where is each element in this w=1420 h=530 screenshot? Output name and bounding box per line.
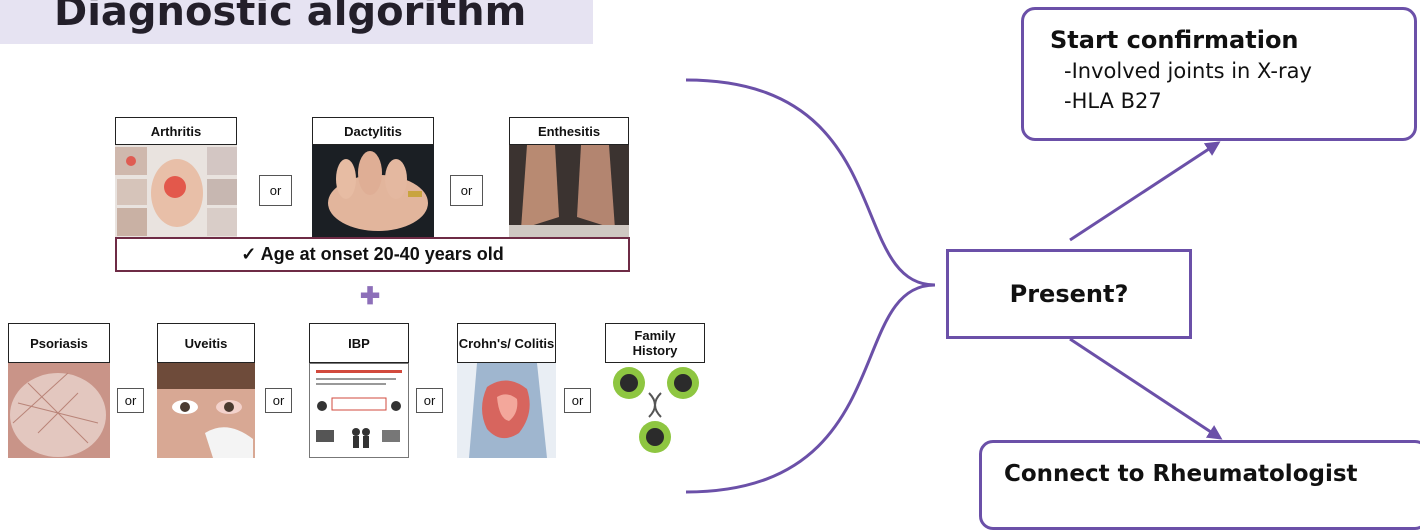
dactylitis-label: Dactylitis bbox=[312, 117, 434, 145]
arrow-to-confirmation bbox=[1070, 143, 1218, 240]
start-confirmation-box: Start confirmation -Involved joints in X… bbox=[1021, 7, 1417, 141]
ibp-label: IBP bbox=[309, 323, 409, 363]
or-separator: or bbox=[416, 388, 443, 413]
enthesitis-label: Enthesitis bbox=[509, 117, 629, 145]
uveitis-eye-photo bbox=[157, 363, 255, 458]
enthesitis-heels-photo bbox=[509, 145, 629, 237]
or-separator: or bbox=[265, 388, 292, 413]
colitis-abdomen-illustration bbox=[457, 363, 556, 458]
rheumatologist-box: Connect to Rheumatologist bbox=[979, 440, 1420, 530]
family-history-illustration bbox=[605, 363, 705, 458]
arthritis-hands-photo bbox=[115, 145, 237, 237]
age-criterion: ✓ Age at onset 20-40 years old bbox=[115, 237, 630, 272]
psoriasis-label: Psoriasis bbox=[8, 323, 110, 363]
arthritis-label: Arthritis bbox=[115, 117, 237, 145]
colitis-label: Crohn's/ Colitis bbox=[457, 323, 556, 363]
ibp-infographic bbox=[309, 363, 409, 458]
plus-icon: ✚ bbox=[359, 286, 381, 308]
or-separator: or bbox=[564, 388, 591, 413]
curly-brace-connector bbox=[686, 80, 935, 492]
arrow-to-rheumatologist bbox=[1070, 339, 1220, 438]
dactylitis-hand-photo bbox=[312, 145, 434, 237]
or-separator: or bbox=[450, 175, 483, 206]
confirmation-item-xray: -Involved joints in X-ray bbox=[1050, 56, 1414, 86]
present-decision-box: Present? bbox=[946, 249, 1192, 339]
confirmation-item-hla: -HLA B27 bbox=[1050, 86, 1414, 116]
confirmation-title: Start confirmation bbox=[1050, 24, 1414, 56]
or-separator: or bbox=[117, 388, 144, 413]
uveitis-label: Uveitis bbox=[157, 323, 255, 363]
family-history-label: Family History bbox=[605, 323, 705, 363]
psoriasis-skin-photo bbox=[8, 363, 110, 458]
or-separator: or bbox=[259, 175, 292, 206]
